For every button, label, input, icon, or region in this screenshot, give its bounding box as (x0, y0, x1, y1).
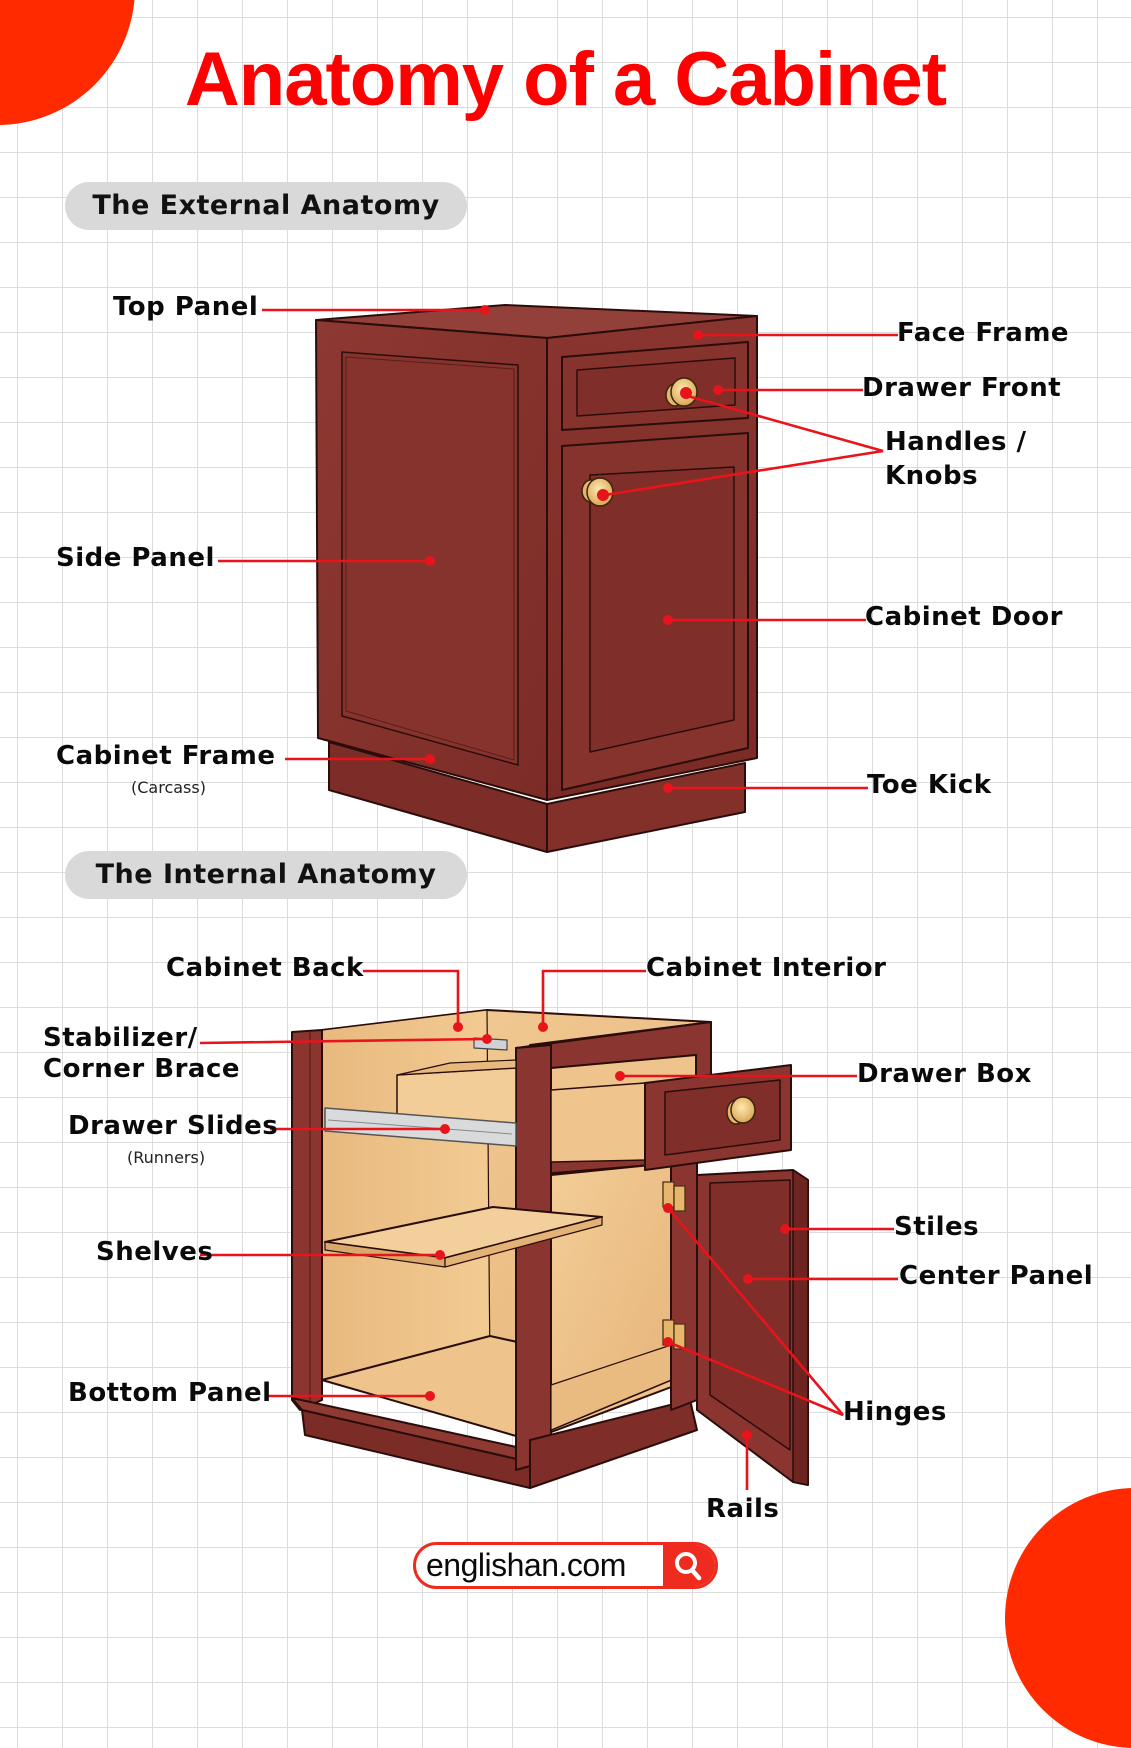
label-cabinet-frame: Cabinet Frame (56, 741, 276, 771)
section-heading-external: The External Anatomy (65, 182, 467, 230)
label-toe-kick: Toe Kick (867, 770, 992, 800)
label-top-panel: Top Panel (113, 292, 259, 322)
label-drawer-slides: Drawer Slides (68, 1111, 279, 1141)
label-cabinet-door: Cabinet Door (865, 602, 1063, 632)
label-drawer-box: Drawer Box (857, 1059, 1032, 1089)
label-corner-brace: Corner Brace (43, 1054, 241, 1084)
label-hinges: Hinges (843, 1397, 947, 1427)
leader-lines-external (218, 308, 898, 790)
section-heading-internal: The Internal Anatomy (65, 851, 467, 899)
label-runners-note: (Runners) (127, 1148, 206, 1167)
site-url[interactable]: englishan.com (426, 1547, 626, 1583)
label-shelves: Shelves (96, 1237, 214, 1267)
search-button[interactable] (663, 1545, 715, 1586)
internal-cabinet (291, 1009, 809, 1489)
leader-lines-internal (199, 969, 898, 1490)
label-stiles: Stiles (894, 1212, 980, 1242)
label-face-frame: Face Frame (897, 318, 1070, 348)
site-search-badge[interactable]: englishan.com (413, 1542, 718, 1589)
cabinet-diagram (199, 304, 898, 1490)
label-carcass-note: (Carcass) (131, 778, 206, 797)
label-knobs: Knobs (885, 461, 979, 491)
leader-dots-external (425, 305, 723, 793)
label-cabinet-interior: Cabinet Interior (646, 953, 887, 983)
label-center-panel: Center Panel (899, 1261, 1094, 1291)
label-bottom-panel: Bottom Panel (68, 1378, 272, 1408)
search-icon (675, 1552, 702, 1581)
label-stabilizer: Stabilizer/ (43, 1023, 198, 1053)
page-title: Anatomy of a Cabinet (184, 37, 947, 122)
leader-dots-internal (425, 1022, 790, 1440)
label-side-panel: Side Panel (56, 543, 215, 573)
external-cabinet (315, 304, 758, 853)
label-cabinet-back: Cabinet Back (166, 953, 364, 983)
label-drawer-front: Drawer Front (862, 373, 1062, 403)
label-rails: Rails (706, 1494, 780, 1524)
label-handles: Handles / (885, 427, 1027, 457)
